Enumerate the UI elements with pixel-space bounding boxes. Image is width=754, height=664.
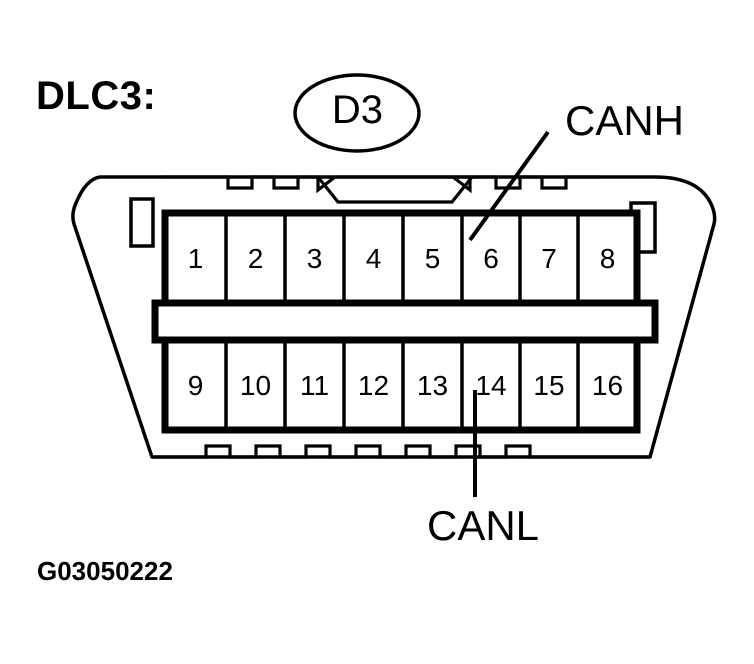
pin-number-10: 10	[239, 370, 272, 401]
pin-number-11: 11	[299, 370, 330, 401]
center-key-feature	[316, 176, 474, 204]
pin-number-4: 4	[365, 243, 382, 274]
terminal-code-ellipse	[293, 73, 421, 153]
left-latch-tab	[129, 197, 155, 248]
pin-number-7: 7	[541, 243, 557, 274]
canh-callout-label: CANH	[565, 97, 685, 144]
pin-number-6: 6	[483, 243, 499, 274]
pin-number-1: 1	[187, 243, 204, 274]
pin-number-5: 5	[424, 243, 441, 274]
pin-number-9: 9	[187, 370, 204, 401]
canl-callout-label: CANL	[427, 502, 540, 549]
terminal-code-label: D3	[331, 88, 384, 132]
pin-number-3: 3	[306, 243, 323, 274]
page-title: DLC3:	[36, 74, 157, 118]
pin-number-16: 16	[591, 370, 624, 401]
bottom-pin-row	[161, 336, 641, 434]
bottom-rail-notches	[152, 444, 650, 459]
canh-leader-line	[468, 130, 550, 242]
pin-number-13: 13	[416, 370, 449, 401]
pin-number-12: 12	[357, 370, 390, 401]
figure-code-label: G03050222	[37, 556, 173, 586]
pin-number-2: 2	[247, 243, 264, 274]
pin-number-15: 15	[533, 370, 565, 401]
pin-number-14: 14	[475, 370, 507, 401]
middle-divider-bar	[151, 299, 659, 344]
pin-number-8: 8	[599, 243, 616, 274]
